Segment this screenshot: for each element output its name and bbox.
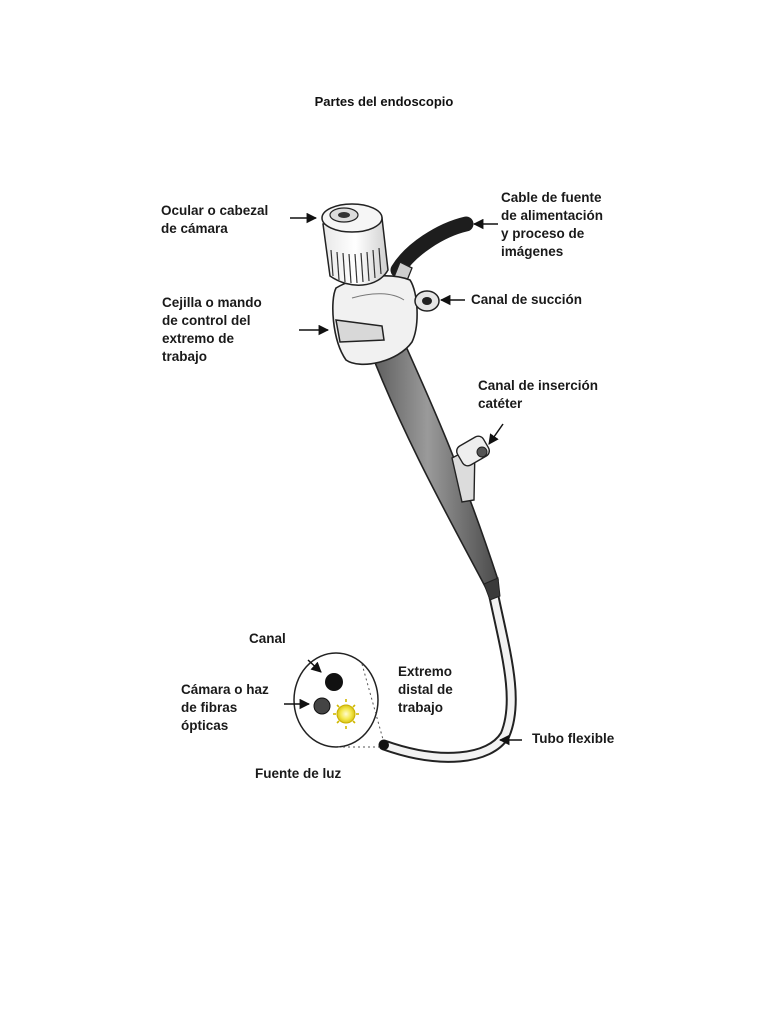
camera-lens	[313, 697, 331, 715]
label-insercion: Canal de inserción catéter	[478, 378, 599, 411]
label-camara: Cámara o haz de fibras ópticas	[181, 682, 269, 733]
label-tubo: Tubo flexible	[532, 731, 615, 746]
diagram-title: Partes del endoscopio	[314, 94, 454, 109]
eyepiece-head	[321, 203, 389, 286]
pointer-arrows	[284, 212, 522, 746]
distal-tip-detail	[293, 652, 389, 750]
catheter-port	[451, 435, 490, 503]
label-succion: Canal de succión	[471, 292, 583, 307]
light-source-icon	[333, 699, 359, 729]
insertion-body	[368, 341, 501, 601]
label-ocular: Ocular o cabezal de cámara	[161, 203, 269, 236]
label-extremo: Extremo distal de trabajo	[398, 664, 453, 715]
control-section	[332, 275, 418, 366]
channel-opening	[325, 673, 343, 691]
label-luz: Fuente de luz	[255, 766, 342, 781]
label-cable: Cable de fuente de alimentación y proces…	[501, 190, 604, 259]
distal-end-dot	[379, 740, 389, 750]
label-cejilla: Cejilla o mando de control del extremo d…	[162, 295, 262, 364]
suction-channel	[414, 290, 440, 312]
label-canal: Canal	[249, 631, 286, 646]
control-lever	[335, 319, 385, 343]
